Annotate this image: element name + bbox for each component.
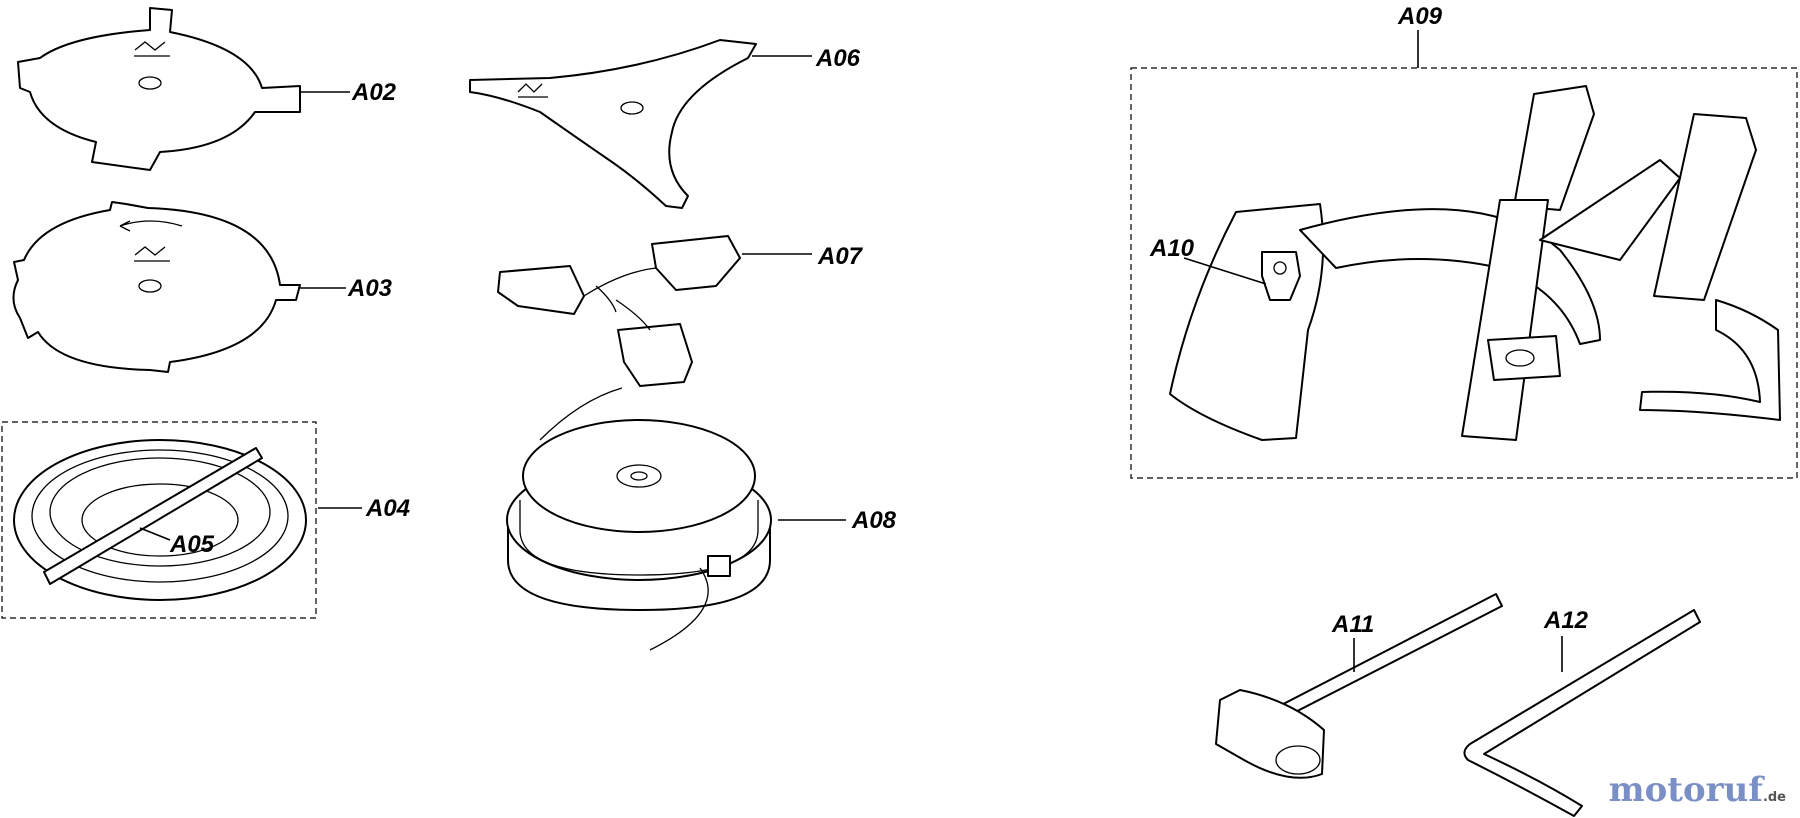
label-a08: A08: [851, 507, 897, 534]
part-a05-strap-bar: [43, 447, 263, 585]
label-a05: A05: [169, 531, 215, 558]
label-a09: A09: [1397, 3, 1443, 30]
watermark-logo: motoruf.de: [1609, 770, 1786, 810]
label-a02: A02: [351, 79, 397, 106]
watermark-tld: .de: [1762, 790, 1786, 805]
leader-a05: [139, 527, 171, 541]
label-a07: A07: [817, 243, 864, 270]
part-a10-buckle: [1261, 251, 1301, 301]
group-box-a09: [1130, 67, 1798, 479]
part-a02-four-tooth-blade: [17, 7, 301, 171]
watermark-brand: motoruf: [1608, 770, 1763, 810]
label-a06: A06: [815, 45, 861, 72]
group-box-a04: [1, 421, 317, 619]
part-a08-trimmer-head: [506, 387, 772, 651]
part-a06-three-tooth-blade: [469, 39, 757, 209]
label-a11: A11: [1331, 611, 1374, 638]
label-a10: A10: [1149, 235, 1195, 262]
leader-a10: [1183, 257, 1267, 285]
part-a12-hex-key: [1463, 609, 1701, 817]
part-a03-round-blade: [12, 201, 301, 373]
part-a11-socket-wrench: [1215, 593, 1503, 779]
label-a12: A12: [1543, 607, 1589, 634]
label-a03: A03: [347, 275, 393, 302]
part-a07-plastic-blades: [497, 235, 741, 387]
label-a04: A04: [365, 495, 410, 522]
